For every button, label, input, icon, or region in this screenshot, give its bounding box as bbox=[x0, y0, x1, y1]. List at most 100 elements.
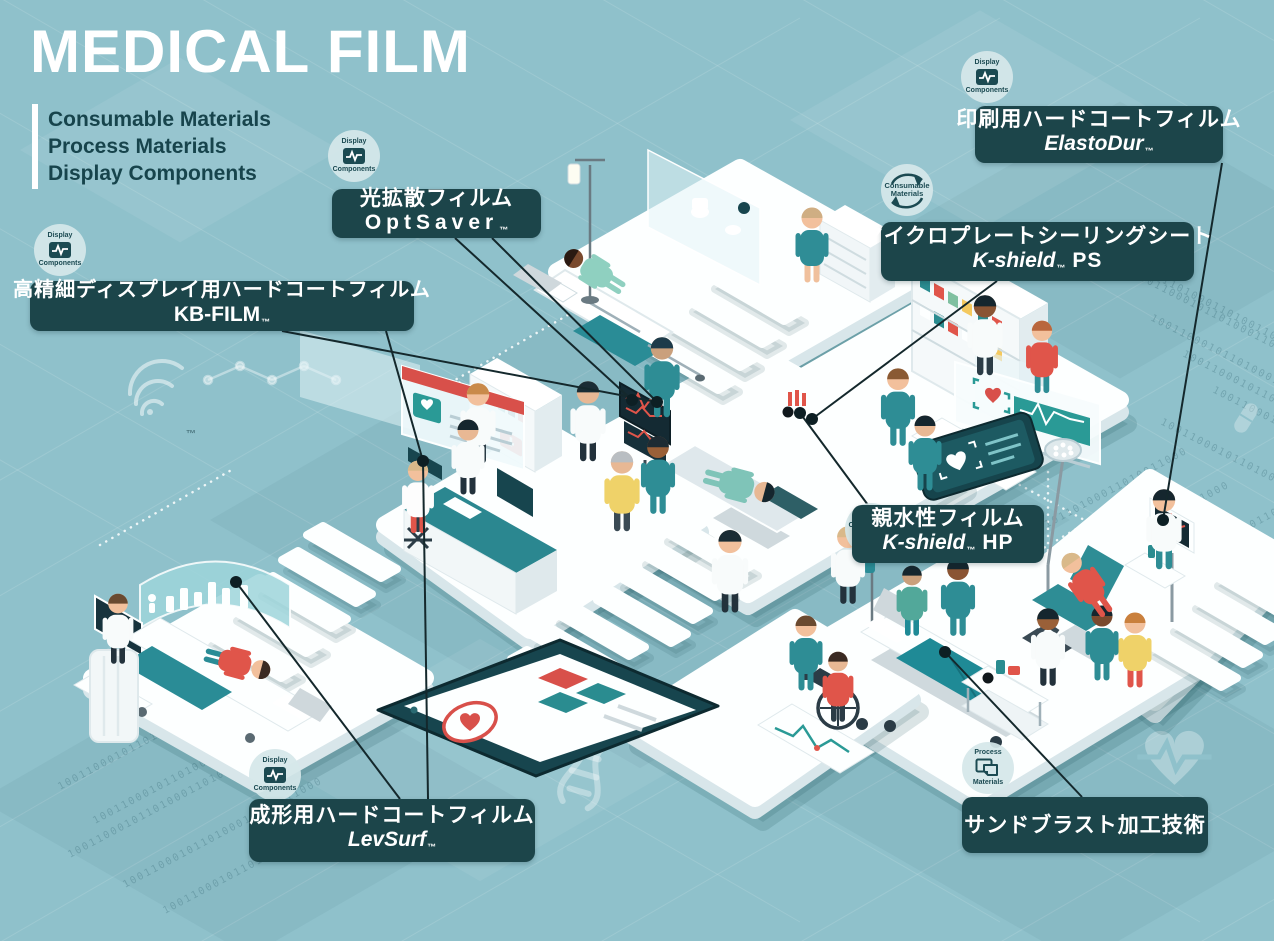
connector-dot bbox=[626, 394, 638, 406]
person-figure bbox=[896, 565, 928, 636]
product-jp-name: 成形用ハードコートフィルム bbox=[249, 803, 535, 827]
brand-name: LevSurf bbox=[347, 827, 427, 851]
stair-step bbox=[706, 265, 804, 325]
person-figure bbox=[102, 593, 134, 664]
badge-top-text: Display bbox=[47, 232, 73, 239]
person-figure bbox=[908, 415, 942, 491]
connector-line bbox=[235, 581, 401, 800]
badge-bottom-text: Materials bbox=[890, 189, 924, 198]
connector-line bbox=[454, 237, 633, 401]
stair-step bbox=[1209, 562, 1274, 616]
curtain bbox=[89, 649, 139, 743]
product-jp-name: 印刷用ハードコートフィルム bbox=[956, 107, 1242, 131]
person-figure bbox=[1118, 612, 1152, 688]
stair-step bbox=[303, 522, 401, 582]
connector-line bbox=[1162, 162, 1223, 521]
health-app-tablet bbox=[376, 638, 720, 778]
connector-line bbox=[281, 330, 658, 403]
trademark-mark: ™ bbox=[499, 224, 509, 235]
badge-bottom-text: Components bbox=[253, 785, 297, 792]
product-jp-name: サンドブラスト加工技術 bbox=[964, 813, 1206, 837]
chart-poster bbox=[757, 703, 875, 774]
product-brand: LevSurf™ bbox=[348, 828, 436, 859]
pill-icon bbox=[1234, 403, 1258, 433]
person-figure bbox=[604, 451, 640, 532]
person-figure bbox=[451, 419, 485, 495]
badge-top-text: Display bbox=[262, 757, 288, 764]
brand-suffix: PS bbox=[1072, 248, 1103, 272]
recycle-arrows-icon bbox=[890, 173, 924, 209]
person-figure bbox=[795, 207, 829, 283]
connector-line bbox=[422, 460, 429, 800]
brand-name: OptSaver bbox=[364, 210, 499, 234]
stair-step bbox=[684, 288, 782, 348]
badge-consumable-materials: Consumable Materials bbox=[881, 164, 933, 216]
badge-top-text: Consumable bbox=[884, 181, 930, 190]
lab-equipment bbox=[782, 390, 806, 418]
brand-name: K-shield bbox=[882, 531, 966, 554]
person-figure bbox=[967, 295, 1003, 376]
tm-watermark-text: ™ bbox=[186, 429, 196, 440]
badge-top-text: Display bbox=[974, 59, 1000, 66]
badge-display-components: Display Components bbox=[328, 130, 380, 182]
wifi-icon bbox=[127, 358, 184, 416]
badge-top-text: Display bbox=[341, 138, 367, 145]
badge-process-materials: Process Materials bbox=[962, 742, 1014, 794]
person-figure bbox=[1030, 608, 1066, 686]
person-figure bbox=[940, 558, 976, 636]
person-figure bbox=[640, 436, 676, 514]
desk-monitor bbox=[497, 468, 533, 517]
person-figure bbox=[711, 530, 749, 613]
connector-lines bbox=[230, 162, 1223, 800]
stair-step bbox=[1143, 631, 1241, 691]
product-brand: ElastoDur™ bbox=[1044, 132, 1153, 163]
product-jp-name: 光拡散フィルム bbox=[359, 186, 514, 210]
glass-partition bbox=[647, 148, 761, 287]
person-figure bbox=[460, 383, 496, 464]
legend-process-materials: Process Materials bbox=[48, 135, 227, 158]
connector-dot bbox=[806, 413, 818, 425]
iv-stand bbox=[567, 158, 605, 304]
badge-display-components: Display Components bbox=[249, 749, 301, 801]
film-sheets-icon bbox=[975, 758, 998, 776]
ultrasound-scene bbox=[73, 560, 332, 743]
ecg-screen-icon bbox=[49, 242, 71, 258]
connector-line bbox=[491, 237, 658, 403]
trademark-mark: ™ bbox=[261, 317, 271, 327]
badge-display-components: Display Components bbox=[961, 51, 1013, 103]
person-figure bbox=[570, 381, 606, 462]
badge-bottom-text: Materials bbox=[972, 779, 1004, 786]
brand-name: K-shield bbox=[972, 248, 1056, 272]
stair-step bbox=[593, 587, 691, 647]
heart-rate-app-icon bbox=[442, 700, 498, 744]
trademark-mark: ™ bbox=[966, 545, 976, 555]
legend-display-components: Display Components bbox=[48, 162, 257, 185]
stair-step bbox=[278, 547, 376, 607]
brand-name: KB-FILM bbox=[173, 303, 261, 326]
product-label-levsurf: 成形用ハードコートフィルム LevSurf™ bbox=[249, 799, 535, 862]
connector-dot bbox=[417, 455, 429, 467]
reception-desk bbox=[403, 468, 557, 615]
connector-dot bbox=[651, 396, 663, 408]
connector-dot bbox=[1157, 514, 1169, 526]
badge-bottom-text: Components bbox=[332, 166, 376, 173]
product-brand: OptSaver™ bbox=[365, 211, 508, 242]
person-figure bbox=[880, 368, 916, 446]
product-brand: K-shield™ PS bbox=[973, 249, 1103, 280]
stair-step bbox=[1165, 608, 1263, 668]
brand-name: ElastoDur bbox=[1044, 131, 1144, 155]
connector-line bbox=[811, 280, 998, 420]
maternity-bed bbox=[122, 617, 332, 743]
app-tiles bbox=[538, 668, 657, 732]
product-label-sandblast: サンドブラスト加工技術 bbox=[962, 797, 1208, 853]
ward-scene bbox=[757, 552, 1049, 774]
badge-bottom-text: Components bbox=[38, 260, 82, 267]
category-legend: Consumable Materials Process Materials D… bbox=[32, 104, 271, 189]
ecg-screen-icon bbox=[264, 767, 286, 783]
trademark-mark: ™ bbox=[1056, 262, 1066, 273]
badge-bottom-text: Components bbox=[965, 87, 1009, 94]
